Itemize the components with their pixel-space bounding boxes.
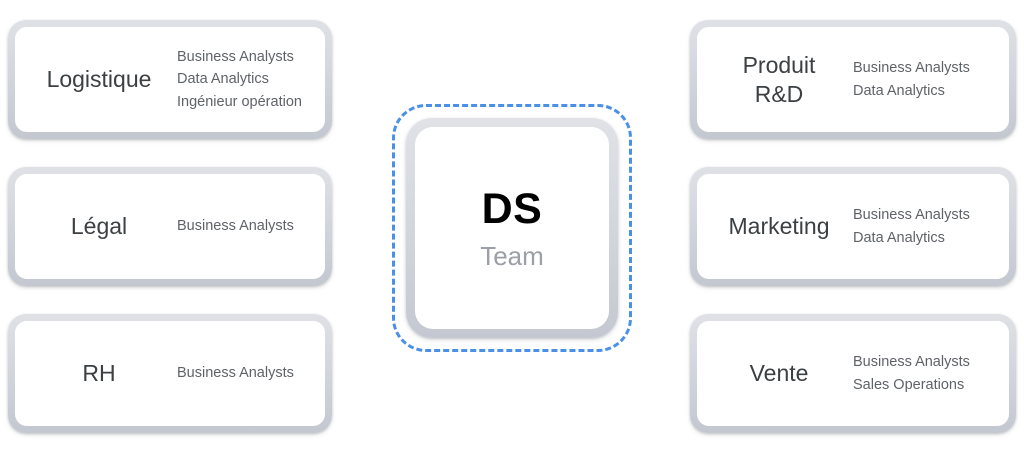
role-item: Business Analysts — [853, 60, 970, 77]
role-item: Data Analytics — [853, 229, 945, 246]
dept-card-body: Vente Business Analysts Sales Operations — [697, 321, 1009, 426]
dept-roles-logistique: Business Analysts Data Analytics Ingénie… — [177, 46, 302, 112]
dept-roles-vente: Business Analysts Sales Operations — [853, 351, 970, 395]
dept-roles-legal: Business Analysts — [177, 215, 294, 237]
role-item: Ingénieur opération — [177, 93, 302, 110]
dept-card-body: Marketing Business Analysts Data Analyti… — [697, 174, 1009, 279]
dept-card-rh[interactable]: RH Business Analysts — [8, 314, 332, 433]
ds-team-title: DS — [481, 184, 543, 233]
role-item: Business Analysts — [177, 49, 294, 66]
dept-card-marketing[interactable]: Marketing Business Analysts Data Analyti… — [690, 167, 1016, 286]
dept-name-produit-rd: Produit R&D — [742, 52, 816, 107]
ds-team-dashed-outline — [392, 104, 632, 352]
dept-card-body: RH Business Analysts — [15, 321, 325, 426]
ds-team-subtitle: Team — [480, 240, 544, 271]
dept-card-legal[interactable]: Légal Business Analysts — [8, 167, 332, 286]
role-item: Business Analysts — [853, 354, 970, 371]
role-item: Business Analysts — [177, 218, 294, 235]
role-item: Sales Operations — [853, 376, 965, 393]
dept-name-logistique: Logistique — [46, 66, 152, 93]
dept-card-logistique[interactable]: Logistique Business Analysts Data Analyt… — [8, 20, 332, 139]
dept-card-body: Logistique Business Analysts Data Analyt… — [15, 27, 325, 132]
dept-name-marketing: Marketing — [728, 213, 830, 240]
dept-name-legal: Légal — [70, 213, 128, 240]
role-item: Data Analytics — [177, 71, 269, 88]
dept-roles-marketing: Business Analysts Data Analytics — [853, 204, 970, 248]
dept-card-body: Produit R&D Business Analysts Data Analy… — [697, 27, 1009, 132]
role-item: Business Analysts — [177, 365, 294, 382]
dept-card-body: Légal Business Analysts — [15, 174, 325, 279]
role-item: Business Analysts — [853, 207, 970, 224]
ds-team-card[interactable]: DS Team — [406, 118, 618, 338]
role-item: Data Analytics — [853, 82, 945, 99]
dept-card-vente[interactable]: Vente Business Analysts Sales Operations — [690, 314, 1016, 433]
dept-card-produit-rd[interactable]: Produit R&D Business Analysts Data Analy… — [690, 20, 1016, 139]
ds-team-card-body: DS Team — [415, 127, 609, 329]
dept-name-rh: RH — [82, 360, 116, 387]
dept-roles-rh: Business Analysts — [177, 362, 294, 384]
dept-name-vente: Vente — [749, 360, 809, 387]
dept-roles-produit-rd: Business Analysts Data Analytics — [853, 57, 970, 101]
